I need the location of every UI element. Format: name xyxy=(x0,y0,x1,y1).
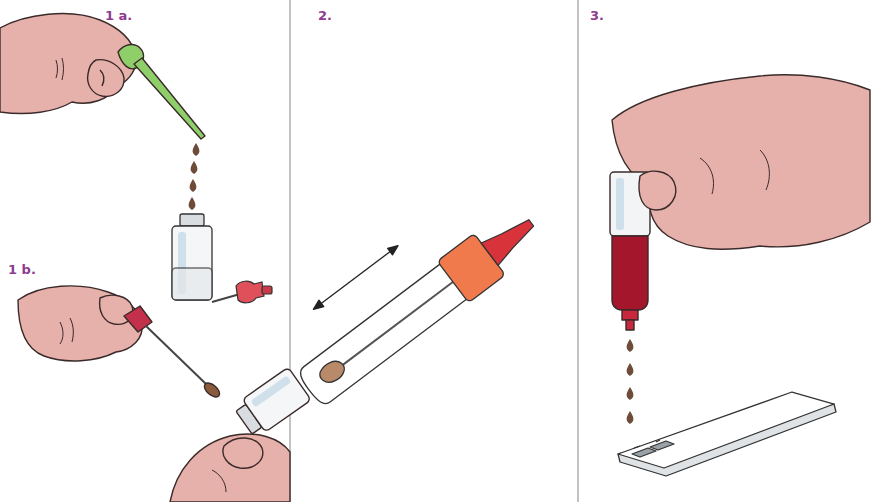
hand-with-vial xyxy=(251,376,292,408)
hand-with-bottle xyxy=(626,320,634,330)
drops xyxy=(189,143,200,210)
drops xyxy=(627,339,634,424)
panel-divider xyxy=(289,0,290,502)
double-arrow xyxy=(318,249,393,306)
step-number: 2. xyxy=(318,8,332,24)
swab-cap xyxy=(262,286,272,294)
vial xyxy=(172,268,212,300)
hand-with-swab xyxy=(202,380,222,399)
step-number: 1 b. xyxy=(8,262,36,278)
hand-with-vial xyxy=(170,434,290,502)
test-cassette xyxy=(632,448,656,457)
double-arrow xyxy=(388,242,401,254)
hand-with-bottle xyxy=(610,75,870,330)
double-arrow xyxy=(311,300,324,312)
hand-with-vial xyxy=(233,367,312,439)
swab-cap xyxy=(212,294,240,302)
hand-with-swab xyxy=(18,286,222,400)
double-arrow xyxy=(311,242,400,312)
hand-with-bottle xyxy=(622,310,638,320)
hand-with-pipette xyxy=(88,60,124,97)
extraction-tube xyxy=(296,263,468,408)
hand-with-swab xyxy=(146,326,206,384)
test-cassette xyxy=(618,392,834,468)
step-number: 3. xyxy=(590,8,604,24)
test-cassette xyxy=(650,441,674,450)
drops xyxy=(190,179,197,192)
test-cassette xyxy=(656,440,660,442)
hand-with-bottle xyxy=(612,236,648,310)
drops xyxy=(189,197,196,210)
hand-with-pipette xyxy=(0,14,205,139)
hand-with-pipette xyxy=(134,58,205,139)
hand-with-swab xyxy=(60,318,73,344)
hand-with-vial xyxy=(212,470,226,492)
extraction-tube xyxy=(269,170,546,411)
extraction-tube xyxy=(481,212,539,266)
drops xyxy=(627,411,634,424)
test-cassette xyxy=(618,392,836,476)
step-number: 1 a. xyxy=(105,8,132,24)
drops xyxy=(193,143,200,156)
hand-with-bottle xyxy=(700,150,769,194)
panel-divider xyxy=(290,0,578,502)
hand-with-pipette xyxy=(100,70,104,86)
hand-with-bottle xyxy=(639,171,676,210)
drops xyxy=(627,387,634,400)
hand-with-bottle xyxy=(616,178,624,230)
hand-with-pipette xyxy=(0,14,136,114)
drops xyxy=(627,363,634,376)
swab-cap xyxy=(236,281,264,303)
drops xyxy=(627,339,634,352)
swab-cap xyxy=(212,281,272,303)
extraction-tube xyxy=(316,357,348,387)
vial xyxy=(172,214,212,300)
extraction-tube xyxy=(340,281,455,368)
hand-with-swab xyxy=(18,286,142,361)
test-cassette xyxy=(634,446,640,448)
hand-with-vial xyxy=(223,438,263,468)
vial xyxy=(180,214,204,226)
hand-with-pipette xyxy=(56,58,64,80)
vial xyxy=(172,226,212,300)
hand-with-vial xyxy=(170,367,311,502)
drops xyxy=(191,161,198,174)
panel-divider xyxy=(577,0,578,502)
